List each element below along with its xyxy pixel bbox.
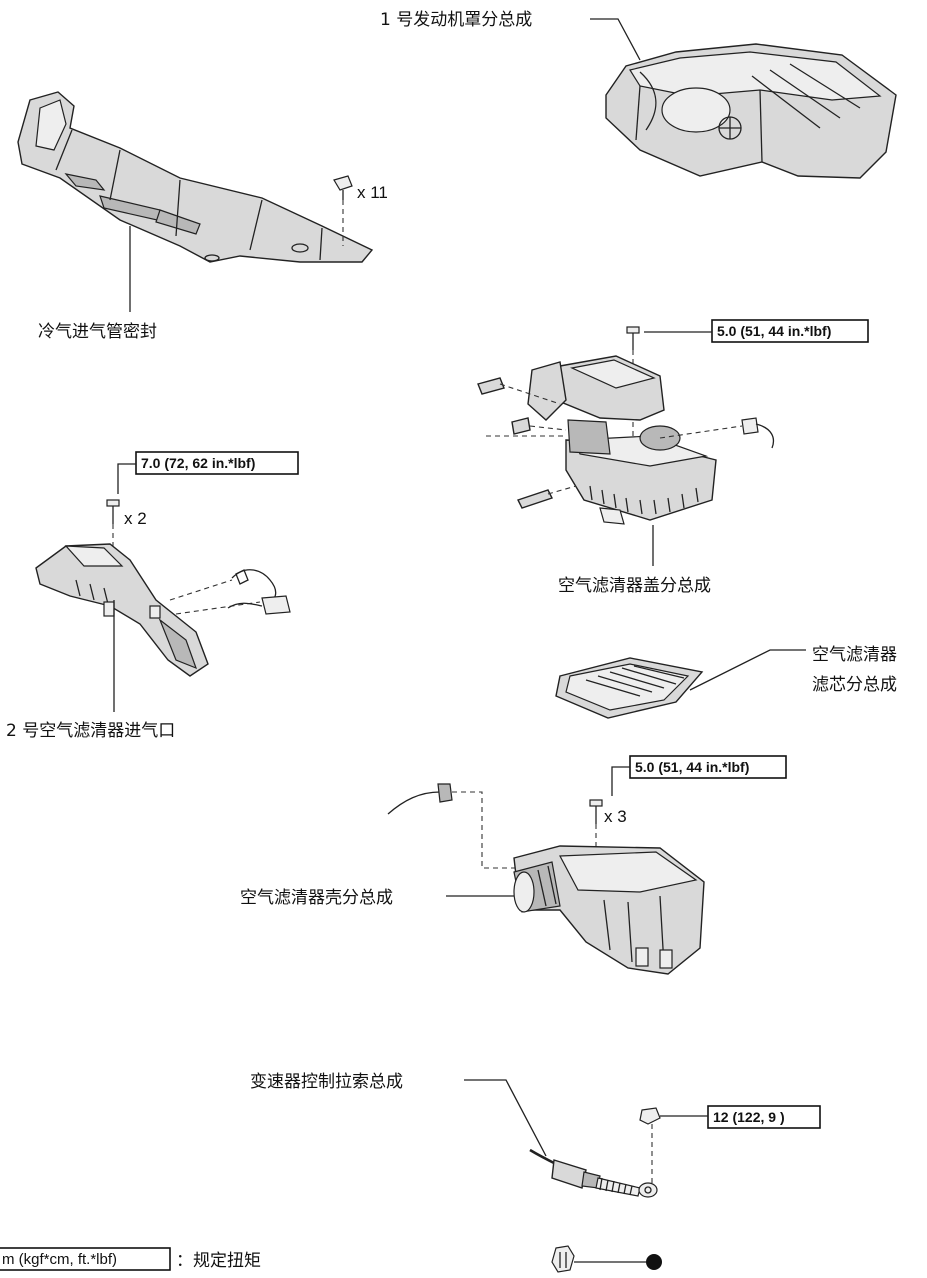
control-cable-part — [529, 1148, 658, 1198]
cable-torque-box — [707, 1105, 821, 1129]
air-cleaner-cap-part — [527, 355, 717, 525]
cable-torque-label: 12 (122, 9 ) — [713, 1109, 785, 1125]
case-torque-label: 5.0 (51, 44 in.*lbf) — [635, 759, 749, 775]
bolt-icon — [589, 799, 603, 824]
legend-torque-box — [0, 1247, 171, 1271]
control-cable-label: 变速器控制拉索总成 — [250, 1072, 403, 1092]
air-inlet-2-label: 2 号空气滤清器进气口 — [6, 721, 175, 741]
air-inlet-2-part — [35, 543, 209, 677]
retainer-clip-icon — [551, 1245, 575, 1273]
legend-torque-desc: ：规定扭矩 — [176, 1251, 261, 1271]
engine-cover-part — [605, 43, 897, 179]
inlet-torque-label: 7.0 (72, 62 in.*lbf) — [141, 455, 255, 471]
legend-torque-unit: m (kgf*cm, ft.*lbf) — [2, 1251, 117, 1268]
bolt-icon — [106, 499, 120, 524]
case-bolt-quantity: x 3 — [604, 807, 627, 826]
cap-torque-label: 5.0 (51, 44 in.*lbf) — [717, 323, 831, 339]
inlet-bolt-quantity: x 2 — [124, 509, 147, 528]
cool-air-seal-label: 冷气进气管密封 — [38, 322, 157, 342]
filter-element-label-1: 空气滤清器 — [812, 645, 897, 665]
air-cleaner-cap-label: 空气滤清器盖分总成 — [558, 576, 711, 596]
cool-air-seal-part — [17, 91, 374, 263]
filter-element-part — [555, 657, 704, 719]
bolt-icon — [626, 326, 640, 350]
nut-icon — [639, 1107, 661, 1125]
clip-icon — [333, 175, 353, 200]
non-reusable-dot-icon — [646, 1254, 662, 1270]
air-cleaner-case-label: 空气滤清器壳分总成 — [240, 888, 393, 908]
clip-quantity: x 11 — [357, 183, 388, 202]
inlet-torque-box — [135, 451, 299, 475]
engine-cover-label: 1 号发动机罩分总成 — [380, 10, 532, 30]
air-cleaner-case-part — [513, 845, 705, 975]
filter-element-label-2: 滤芯分总成 — [812, 675, 897, 695]
cap-torque-box — [711, 319, 869, 343]
